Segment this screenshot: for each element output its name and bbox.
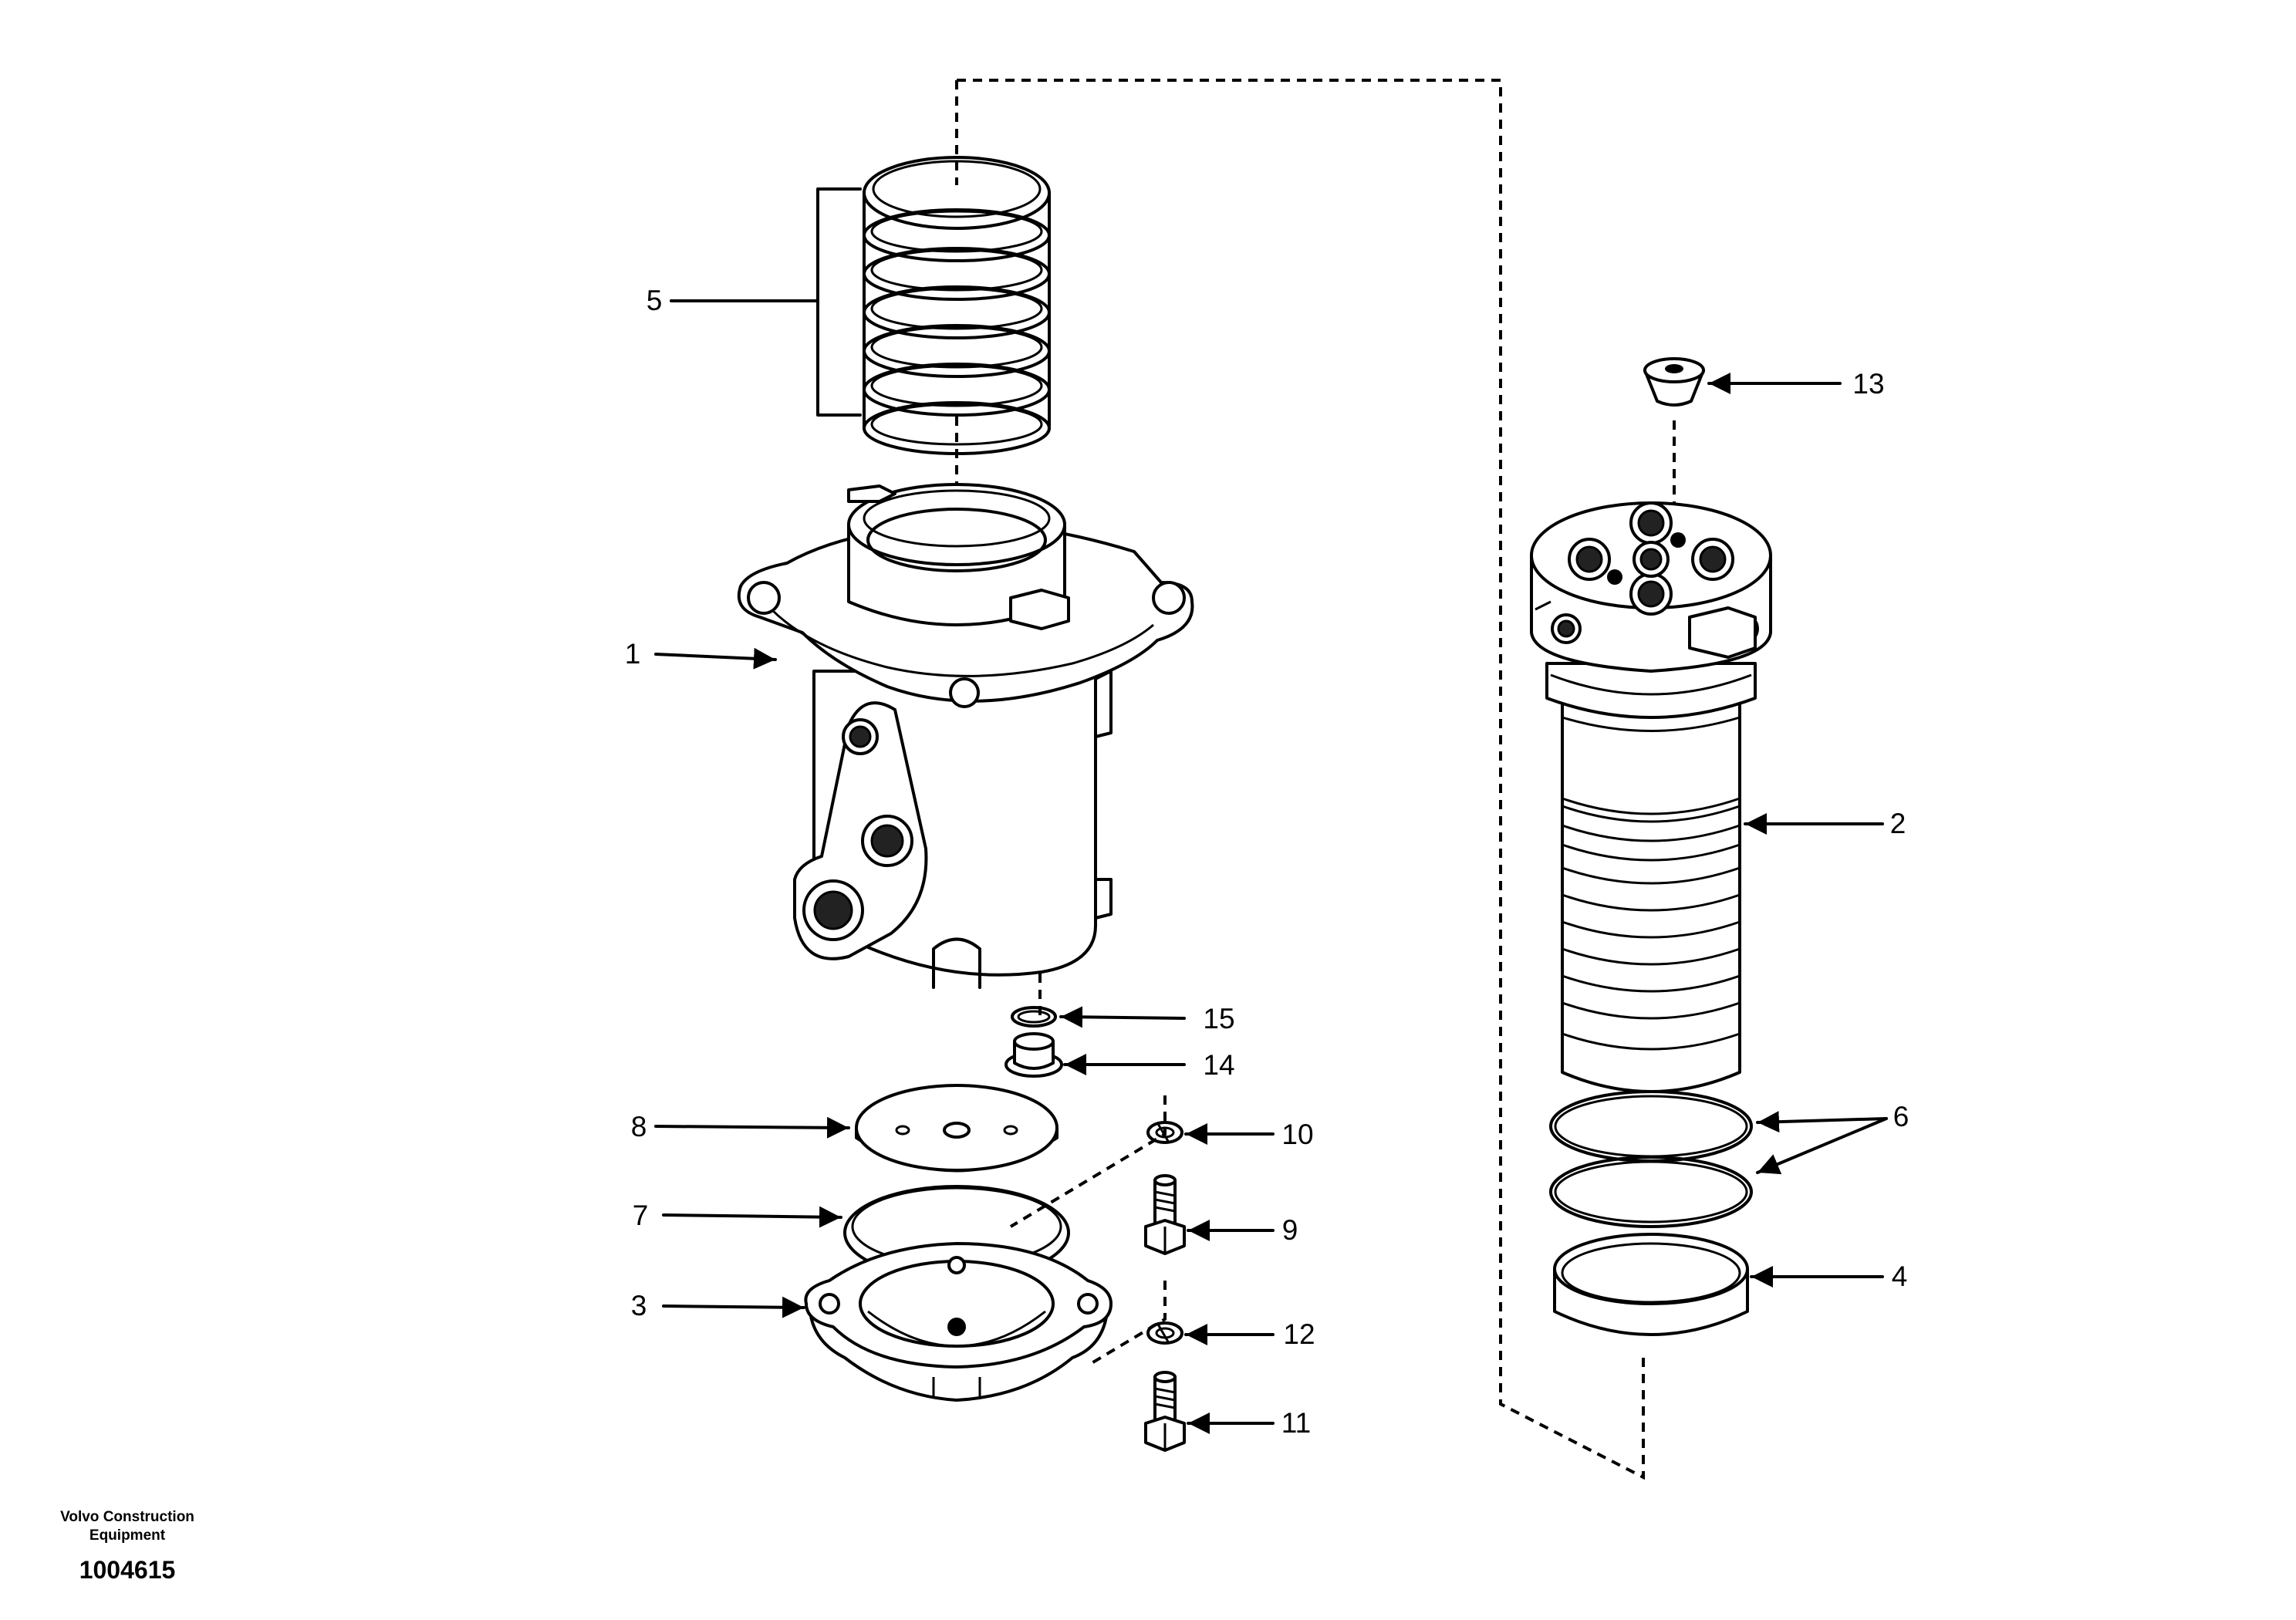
- bottom-cover: [804, 1242, 1113, 1402]
- callout-13: 13: [1852, 368, 1884, 400]
- callout-6: 6: [1893, 1101, 1909, 1132]
- callout-1: 1: [625, 638, 641, 670]
- company-name: Volvo Construction Equipment: [60, 1509, 194, 1544]
- small-o-ring: [1011, 1006, 1057, 1028]
- callout-14: 14: [1203, 1049, 1234, 1081]
- callout-4: 4: [1892, 1261, 1908, 1292]
- seal-ring-stack: [863, 156, 1051, 455]
- cover-plate: [855, 1084, 1059, 1173]
- callout-2: 2: [1890, 808, 1906, 839]
- bushing-ring: [1553, 1233, 1749, 1336]
- callout-9: 9: [1282, 1214, 1298, 1246]
- shaft-o-rings: [1549, 1090, 1753, 1228]
- bolt-lower: [1144, 1371, 1186, 1452]
- callout-12: 12: [1283, 1318, 1315, 1350]
- leader-lines: [654, 187, 1888, 1434]
- callout-7: 7: [633, 1200, 649, 1231]
- callout-10: 10: [1281, 1119, 1313, 1150]
- callout-5: 5: [647, 285, 663, 316]
- lock-washer-upper: [1146, 1121, 1183, 1144]
- plug: [1004, 1032, 1063, 1078]
- housing-body: [737, 483, 1194, 989]
- callout-labels: 1 2 3 4 5 6 7 8 9 10 11 12 13 14 15: [625, 285, 1909, 1439]
- rotor-shaft: [1530, 501, 1772, 1093]
- callout-15: 15: [1203, 1003, 1234, 1034]
- small-plug: [1643, 357, 1705, 407]
- lock-washer-lower: [1146, 1321, 1183, 1345]
- callout-11: 11: [1281, 1407, 1311, 1439]
- callout-8: 8: [631, 1111, 647, 1142]
- document-number: 1004615: [79, 1556, 176, 1584]
- callout-3: 3: [631, 1290, 647, 1321]
- publisher-credit: Volvo Construction Equipment 1004615: [31, 1508, 224, 1585]
- bolt-upper: [1144, 1174, 1186, 1255]
